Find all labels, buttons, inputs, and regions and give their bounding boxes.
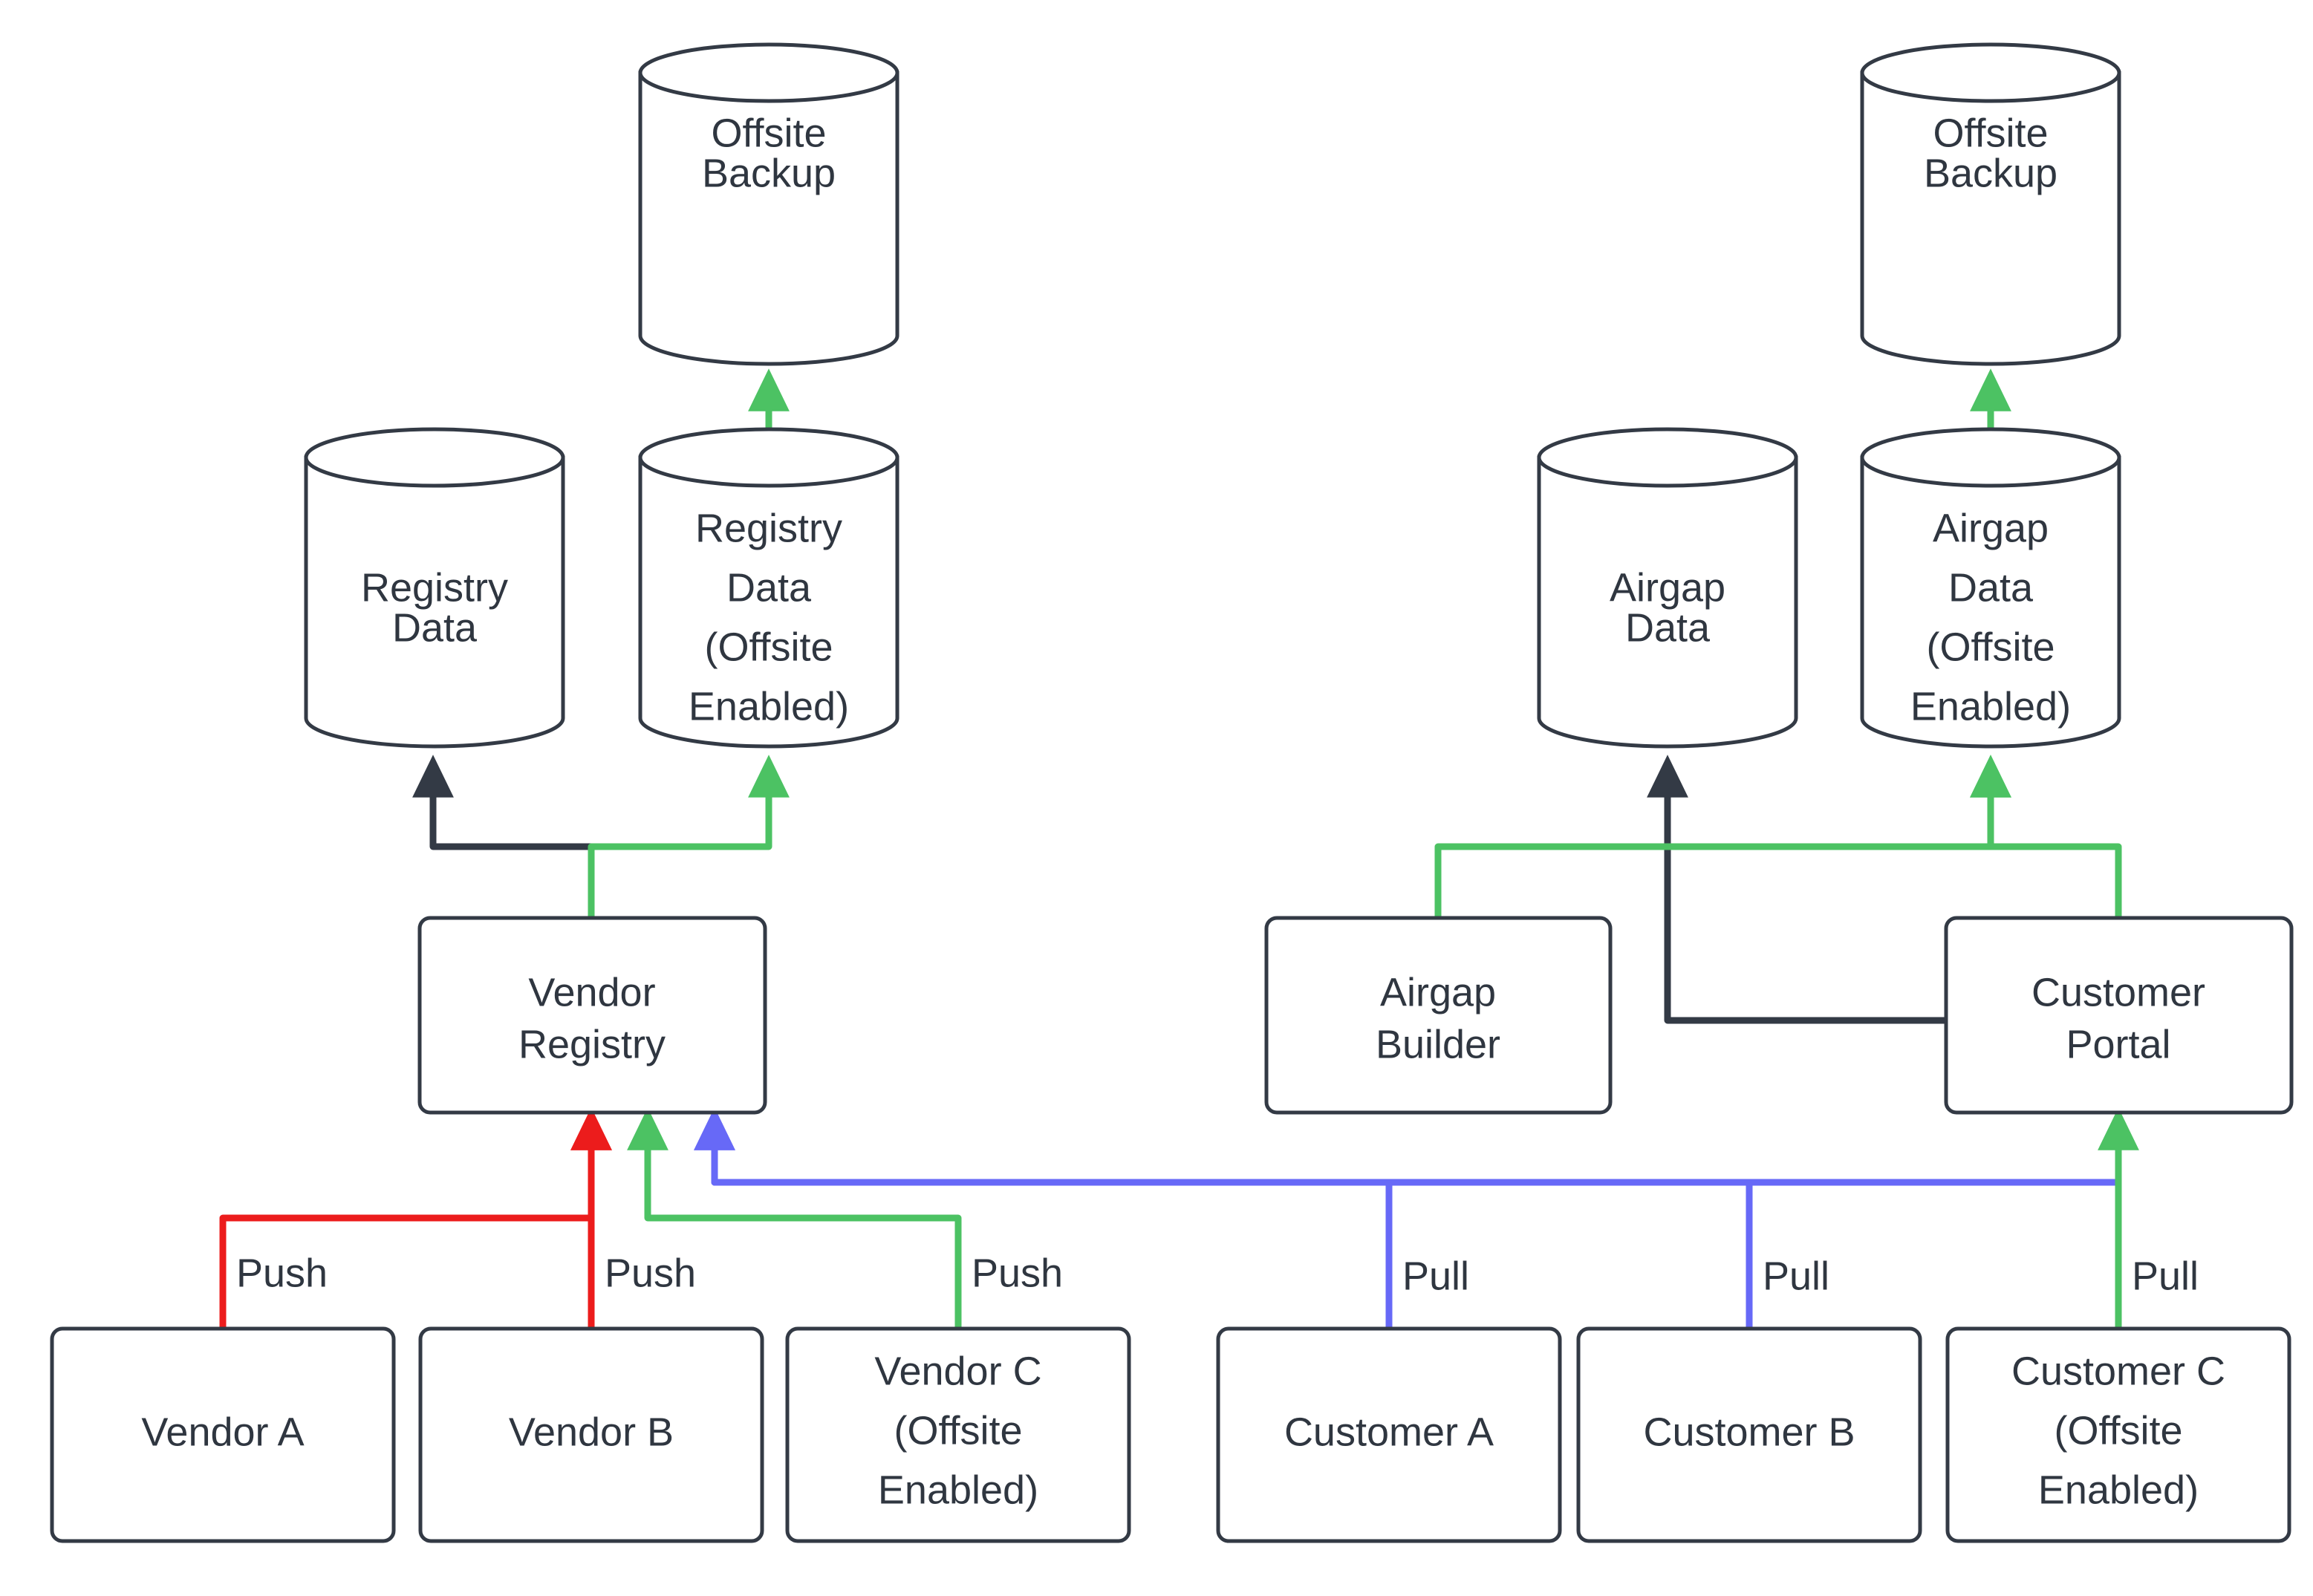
node-label: Data [726, 565, 812, 610]
node-airgap-data-offsite[interactable]: Airgap Data (Offsite Enabled) [1860, 427, 2121, 749]
node-label: Customer A [1284, 1410, 1494, 1454]
node-label: Registry [361, 565, 508, 610]
edge-customer-a-pull [694, 1107, 1393, 1332]
edge-label-push-3: Push [972, 1251, 1063, 1295]
node-vendor-registry[interactable]: Vendor Registry [417, 916, 767, 1115]
edge-customer-b-pull [694, 1107, 1753, 1332]
node-label: Enabled) [689, 684, 849, 729]
node-label: Backup [702, 151, 836, 195]
node-label: (Offsite [1926, 625, 2055, 669]
edge-registry-to-registry-data-offsite [588, 755, 790, 922]
node-label: Data [1948, 565, 2034, 610]
node-label: Vendor [528, 970, 655, 1014]
node-label: Enabled) [2038, 1468, 2199, 1512]
node-label: Builder [1376, 1022, 1500, 1066]
node-label: Data [392, 605, 478, 650]
edge-label-pull-3: Pull [2132, 1254, 2199, 1298]
edge-vendor-a-push [219, 1107, 612, 1332]
node-label: Registry [518, 1022, 666, 1066]
node-airgap-data[interactable]: Airgap Data [1537, 427, 1798, 749]
node-customer-b[interactable]: Customer B [1576, 1326, 1922, 1543]
edge-label-pull-1: Pull [1402, 1254, 1469, 1298]
node-label: Registry [695, 506, 842, 550]
node-label: Offsite [1933, 111, 2048, 155]
node-label: Data [1625, 605, 1711, 650]
node-label: Offsite [711, 111, 826, 155]
node-customer-c[interactable]: Customer C (Offsite Enabled) [1945, 1326, 2291, 1543]
node-label: Customer C [2011, 1349, 2225, 1393]
node-label: (Offsite [2054, 1408, 2182, 1453]
node-vendor-b[interactable]: Vendor B [418, 1326, 764, 1543]
node-registry-data-offsite[interactable]: Registry Data (Offsite Enabled) [638, 427, 900, 749]
edge-label-push-1: Push [236, 1251, 328, 1295]
node-label: Vendor A [141, 1410, 304, 1454]
node-customer-a[interactable]: Customer A [1216, 1326, 1562, 1543]
node-airgap-builder[interactable]: Airgap Builder [1264, 916, 1613, 1115]
node-label: (Offsite [894, 1408, 1022, 1453]
node-label: Vendor B [509, 1410, 674, 1454]
node-label: Enabled) [878, 1468, 1038, 1512]
node-registry-data[interactable]: Registry Data [304, 427, 565, 749]
node-label: Portal [2066, 1022, 2170, 1066]
node-label: Airgap [1380, 970, 1496, 1014]
node-label: Vendor C [874, 1349, 1041, 1393]
edge-label-push-2: Push [605, 1251, 696, 1295]
edge-airgap-builder-to-airgap-data-offsite [1434, 755, 2011, 922]
edge-customer-portal-to-airgap-data-offsite [1970, 755, 2122, 922]
node-label: Enabled) [1910, 684, 2071, 729]
node-offsite-backup-left[interactable]: Offsite Backup [638, 42, 900, 366]
node-label: Airgap [1933, 506, 2049, 550]
node-customer-portal[interactable]: Customer Portal [1944, 916, 2294, 1115]
node-label: Customer [2031, 970, 2205, 1014]
node-label: (Offsite [704, 625, 833, 669]
node-label: Backup [1924, 151, 2057, 195]
node-label: Customer B [1643, 1410, 1855, 1454]
node-vendor-c[interactable]: Vendor C (Offsite Enabled) [785, 1326, 1131, 1543]
edge-label-pull-2: Pull [1763, 1254, 1829, 1298]
node-offsite-backup-right[interactable]: Offsite Backup [1860, 42, 2121, 366]
node-label: Airgap [1610, 565, 1725, 610]
edge-vendor-c-push [627, 1107, 962, 1332]
edge-registry-to-registry-data [412, 755, 595, 922]
edge-customer-portal-to-airgap-data [1647, 755, 1950, 1024]
node-vendor-a[interactable]: Vendor A [50, 1326, 396, 1543]
